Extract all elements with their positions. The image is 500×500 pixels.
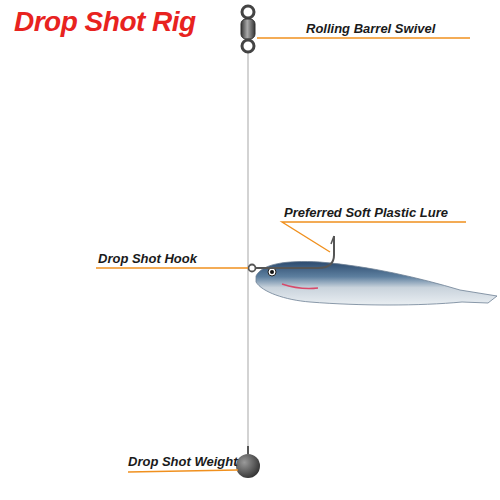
part-label: Drop Shot Weight (128, 454, 238, 469)
diagram-title: Drop Shot Rig (14, 6, 196, 38)
leader-lines (96, 38, 470, 472)
fishing-line (247, 52, 249, 454)
part-label: Preferred Soft Plastic Lure (284, 205, 448, 220)
part-label: Drop Shot Hook (98, 251, 197, 266)
leader-line (282, 222, 466, 252)
leader-line (96, 267, 248, 268)
drop-shot-hook (249, 236, 335, 272)
drop-shot-weight (236, 446, 260, 478)
leader-line (257, 37, 470, 38)
part-label: Rolling Barrel Swivel (306, 21, 435, 36)
leader-line (128, 470, 238, 472)
barrel-swivel (241, 6, 255, 52)
